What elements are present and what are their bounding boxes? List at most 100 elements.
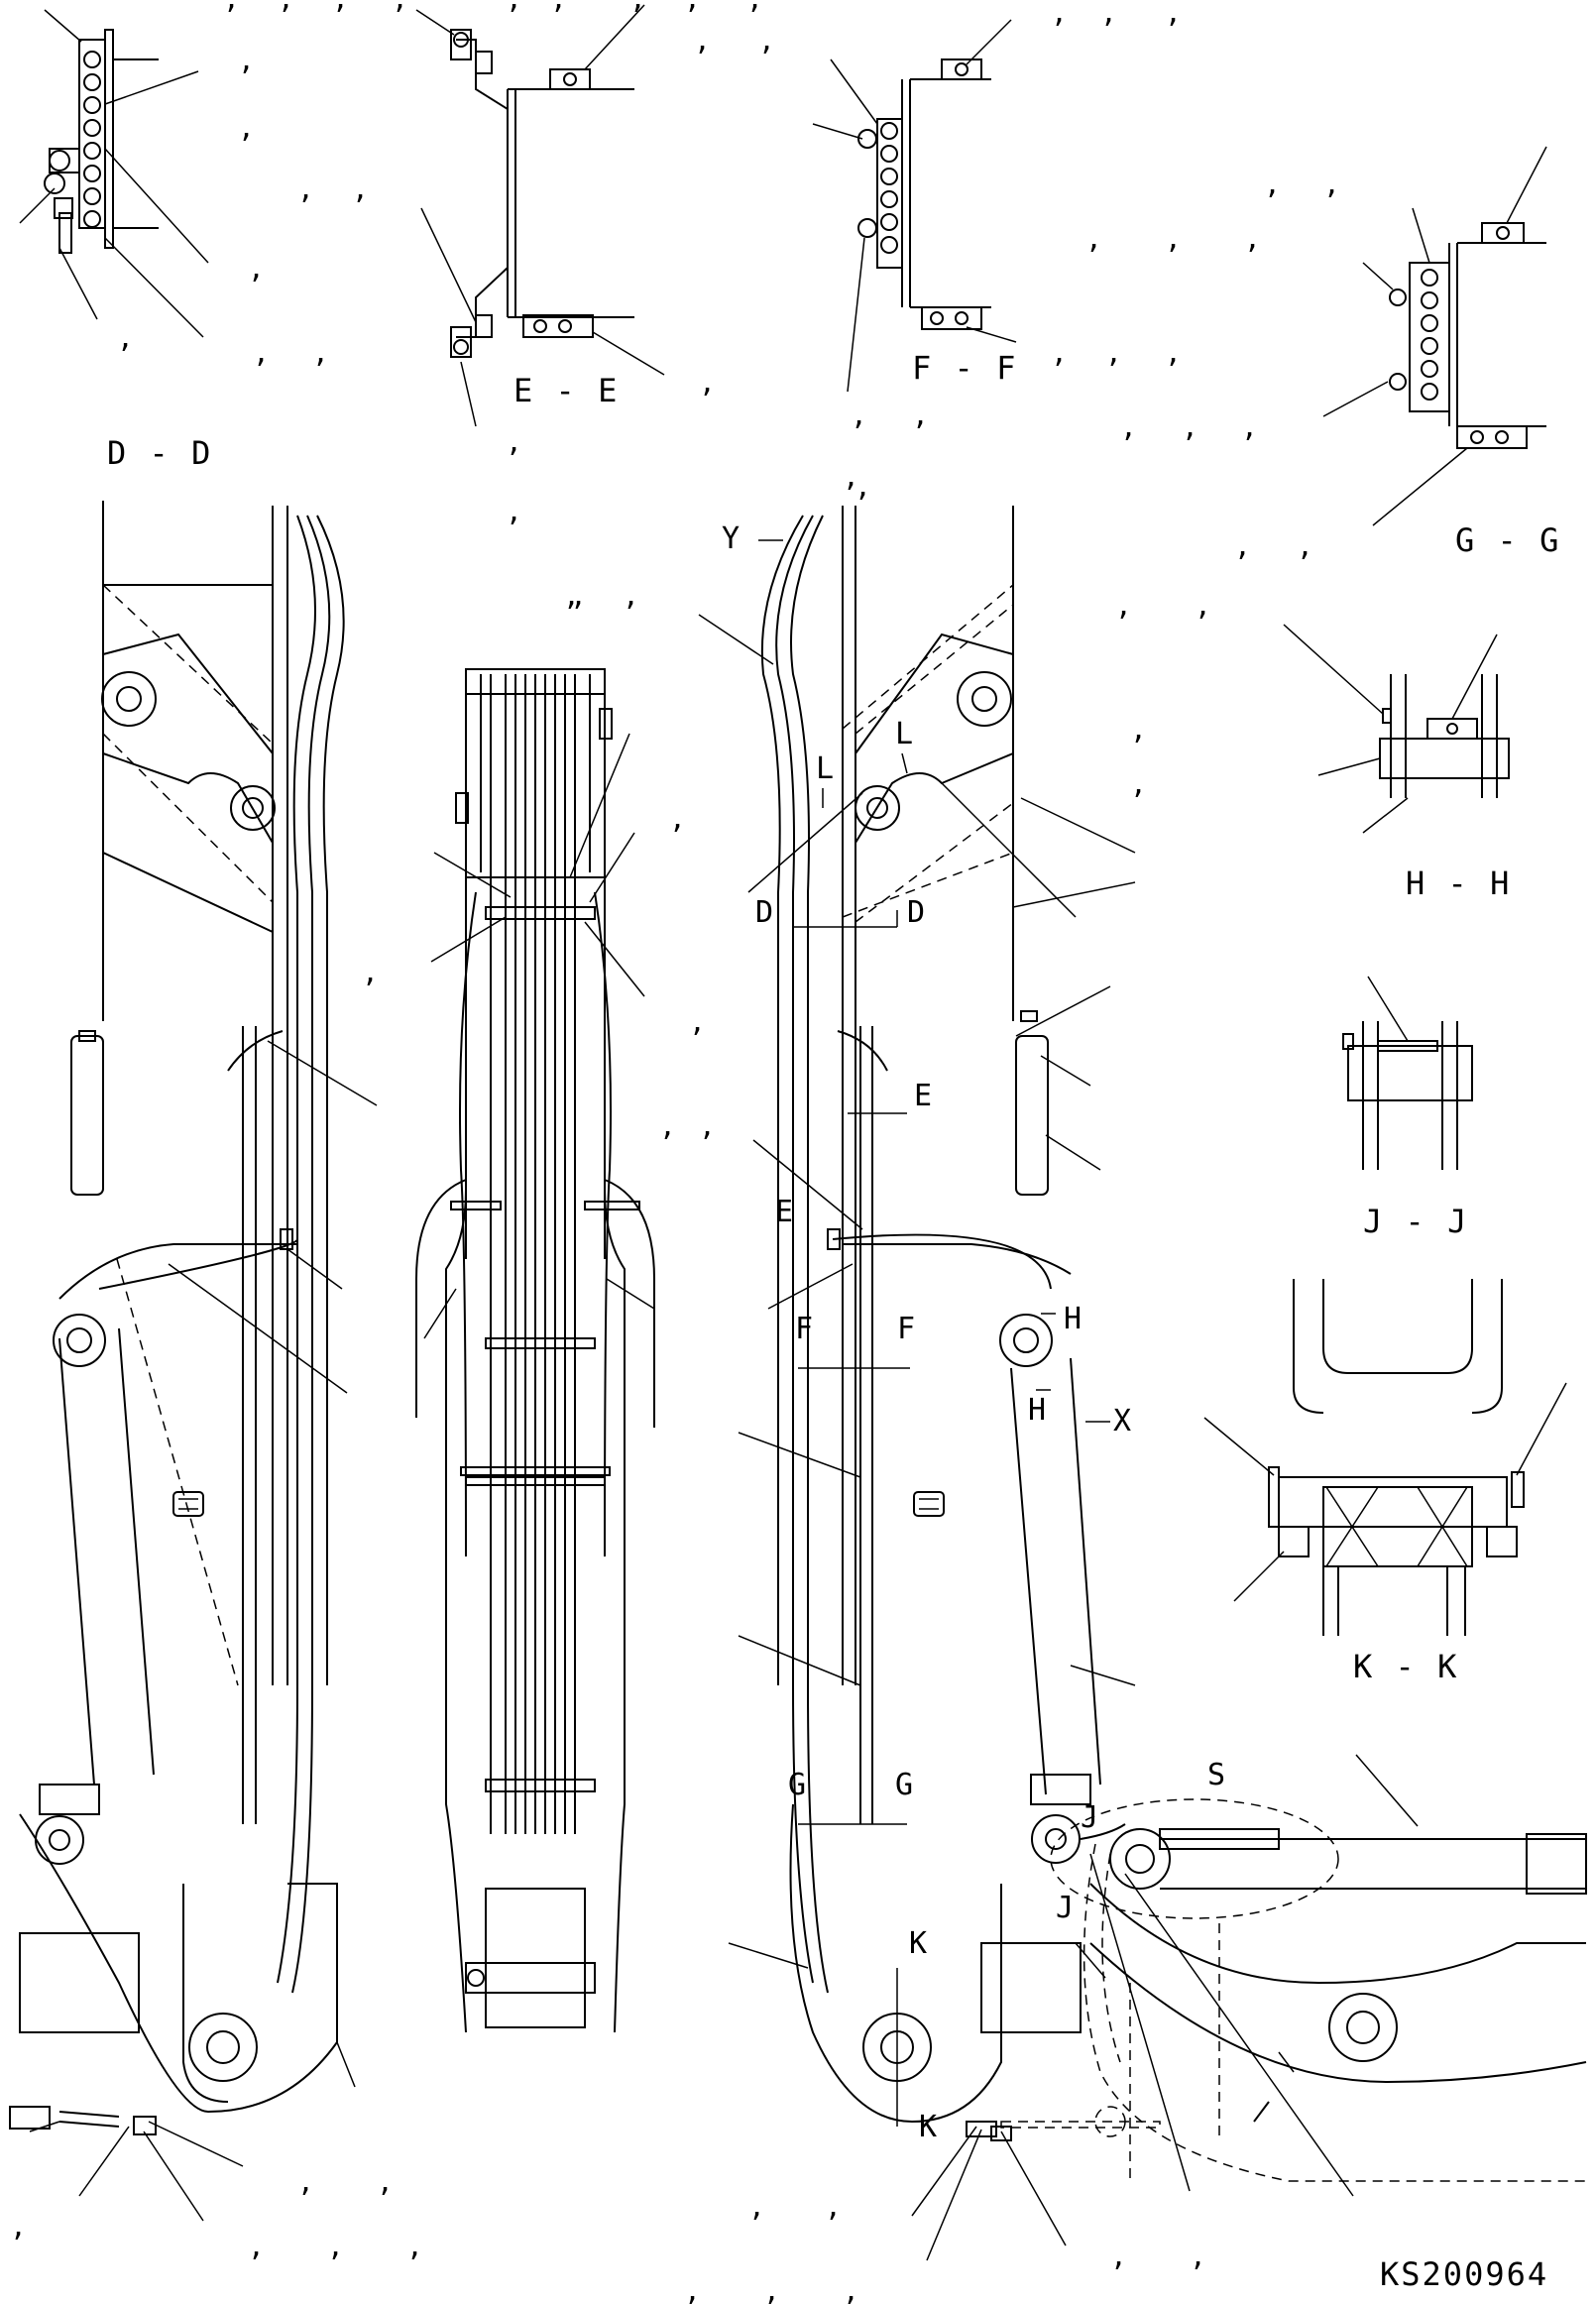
callout-mark: , [746,0,763,15]
callout-mark: , [506,0,522,15]
marker-g1: G [788,1768,806,1802]
marker-x: X [1113,1404,1131,1439]
callout-mark: , [1323,168,1340,200]
callout-mark: , [629,0,646,15]
callout-mark: , [253,336,270,369]
callout-mark: , [748,2190,765,2223]
callout-mark: , [1264,168,1281,200]
callout-mark: , [223,0,240,15]
callout-mark: , [406,2230,423,2262]
callout-mark: , [392,0,408,15]
callout-mark: , [10,2210,27,2243]
marker-l2: L [895,717,913,751]
callout-mark: , [1165,222,1182,255]
marker-e2: E [775,1195,793,1229]
callout-mark: , [758,24,775,57]
left-arm-side-view [9,501,378,2222]
section-kk-label: K - K [1353,1648,1458,1685]
marker-s: S [1207,1758,1225,1792]
callout-mark: , [669,802,686,835]
callout-mark: , [623,579,639,612]
callout-mark: , [362,956,379,988]
section-gg-label: G - G [1455,521,1560,559]
right-arm-side-view [698,506,1587,2261]
callout-mark: , [1234,529,1251,562]
callout-mark: , [699,366,716,399]
callout-mark: , [843,2274,859,2304]
callout-mark: , [1190,2240,1206,2272]
callout-mark: , [1297,529,1313,562]
callout-mark: , [684,2274,701,2304]
callout-marks: , , , , , , , , , , , , , , , , , , , , … [10,0,1340,2304]
callout-mark: , [332,0,349,15]
callout-mark: , [506,495,522,527]
callout-mark: , [377,2165,394,2198]
drawing-number: KS200964 [1380,2255,1548,2293]
callout-mark: , [312,336,329,369]
callout-mark: , [763,2274,780,2304]
callout-mark: , [1241,410,1258,443]
section-kk-detail [1203,1279,1567,1636]
callout-mark: , [684,0,701,15]
section-ff-detail [812,19,1017,393]
section-gg-detail [1322,146,1547,526]
callout-mark: , [851,399,867,431]
callout-mark: , [1110,2240,1127,2272]
callout-mark: , [1120,410,1137,443]
section-ee-detail [415,4,665,427]
callout-mark: , [1244,222,1261,255]
callout-mark: , [1115,589,1132,622]
callout-mark: , [689,1005,706,1038]
marker-f1: F [795,1312,813,1346]
callout-mark: , [694,24,711,57]
section-ee-label: E - E [513,372,619,409]
marker-y: Y [722,521,740,556]
callout-mark: , [1165,336,1182,369]
callout-mark: , [659,1109,676,1142]
callout-mark: , [1130,767,1147,800]
section-ff-label: F - F [912,349,1017,387]
section-jj-detail [1342,976,1473,1170]
callout-mark: , [1130,713,1147,746]
marker-j2: J [1056,1891,1074,1925]
callout-mark: , [1100,0,1117,29]
marker-k1: K [909,1926,927,1961]
callout-mark: , [297,173,314,205]
callout-mark: , [248,252,265,285]
view-markers: Y X S L L D D E E F F G G H H J J K K [722,521,1225,2144]
marker-l1: L [816,751,834,786]
marker-f2: F [897,1312,915,1346]
callout-mark: , [1195,589,1211,622]
callout-mark: , [352,173,369,205]
marker-h1: H [1064,1302,1082,1336]
callout-mark: , [117,321,134,354]
callout-mark: , [550,0,567,15]
callout-mark: , [563,579,580,612]
callout-mark: , [855,470,871,503]
section-jj-label: J - J [1363,1203,1468,1240]
callout-mark: , [297,2165,314,2198]
callout-mark: , [699,1109,716,1142]
marker-d1: D [755,895,773,930]
section-hh-detail [1283,624,1510,834]
section-dd-detail [19,9,209,338]
callout-mark: , [278,0,294,15]
callout-mark: , [238,44,255,76]
callout-mark: , [1085,222,1102,255]
center-top-view [415,668,655,2033]
marker-k2: K [919,2110,937,2144]
marker-h2: H [1028,1393,1046,1428]
callout-mark: , [327,2230,344,2262]
marker-d2: D [907,895,925,930]
callout-mark: , [570,579,587,612]
callout-mark: , [825,2190,842,2223]
callout-mark: , [1105,336,1122,369]
callout-mark: , [1051,0,1068,29]
callout-mark: , [1165,0,1182,29]
callout-mark: , [506,425,522,458]
marker-e1: E [914,1079,932,1113]
callout-mark: , [912,399,929,431]
marker-g2: G [895,1768,913,1802]
callout-mark: , [843,460,859,493]
